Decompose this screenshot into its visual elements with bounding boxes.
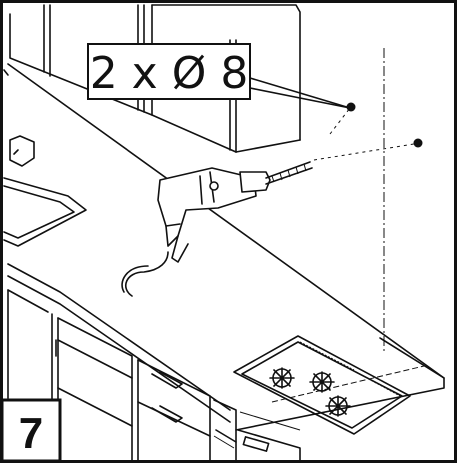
callout-pointer-2 — [249, 87, 351, 109]
callout-label: 2 x Ø 8 — [90, 48, 249, 99]
step-number: 7 — [19, 409, 43, 458]
callout-leader-line — [329, 107, 351, 135]
step-badge — [0, 398, 62, 463]
power-drill-icon — [121, 161, 313, 297]
sink — [3, 135, 87, 247]
drill-mark-dot-icon — [346, 102, 356, 112]
drill-mark-dot-icon — [413, 138, 423, 148]
callout-pointer-1 — [249, 77, 351, 109]
cooktop-axis — [271, 365, 425, 403]
drill-direction-line — [313, 143, 415, 161]
oven — [213, 399, 301, 463]
gas-cooktop-icon — [233, 335, 411, 435]
callout-box — [87, 43, 251, 100]
